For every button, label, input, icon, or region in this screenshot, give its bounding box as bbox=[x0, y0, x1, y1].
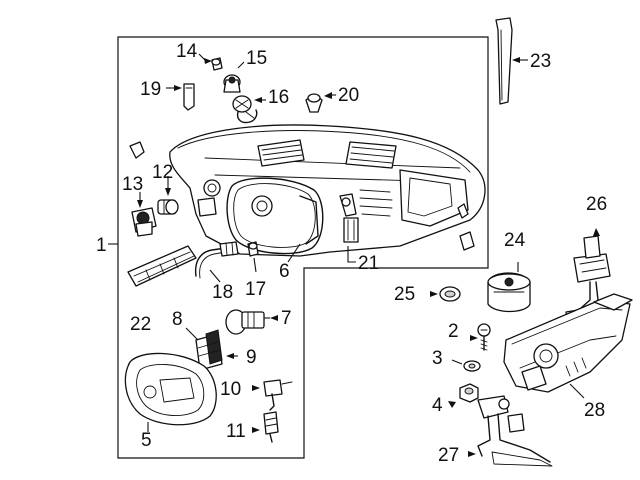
part-11-connector bbox=[263, 411, 279, 443]
part-clip-right bbox=[459, 231, 475, 251]
callout-24: 24 bbox=[504, 230, 526, 251]
part-23-strip bbox=[495, 17, 513, 105]
arrow-14 bbox=[204, 58, 212, 64]
part-19-clip bbox=[183, 83, 195, 111]
part-clip-small bbox=[129, 141, 145, 159]
arrow-7 bbox=[270, 315, 278, 321]
part-14-bulb bbox=[211, 57, 223, 71]
part-24-actuator bbox=[487, 272, 531, 313]
part-18-wire bbox=[194, 241, 239, 279]
arrow-26 bbox=[593, 228, 600, 236]
callout-22: 22 bbox=[130, 314, 151, 335]
part-21-bracket bbox=[339, 193, 359, 243]
part-25-grommet bbox=[439, 286, 461, 302]
arrow-13 bbox=[137, 200, 143, 208]
leader-3 bbox=[451, 359, 463, 365]
part-3-washer bbox=[463, 360, 481, 372]
callout-7: 7 bbox=[281, 308, 292, 329]
arrow-19 bbox=[174, 85, 182, 91]
callout-15: 15 bbox=[246, 48, 267, 69]
callout-9: 9 bbox=[246, 347, 257, 368]
part-20-bulb bbox=[305, 93, 323, 113]
callout-28: 28 bbox=[584, 400, 605, 421]
callout-23: 23 bbox=[530, 51, 551, 72]
leader-14 bbox=[198, 53, 206, 61]
callout-25: 25 bbox=[394, 284, 415, 305]
callout-2: 2 bbox=[448, 321, 459, 342]
leader-21 bbox=[347, 246, 356, 263]
arrow-16 bbox=[254, 97, 262, 103]
assembly-frame bbox=[117, 36, 489, 459]
part-12-bulb bbox=[157, 199, 179, 215]
arrow-20 bbox=[324, 92, 332, 99]
callout-11: 11 bbox=[226, 421, 246, 442]
callout-14: 14 bbox=[176, 41, 198, 62]
arrow-2 bbox=[470, 335, 478, 341]
callout-1: 1 bbox=[96, 235, 107, 256]
callout-20: 20 bbox=[338, 85, 359, 106]
arrow-12 bbox=[165, 188, 171, 196]
callout-27: 27 bbox=[438, 445, 459, 466]
callout-19: 19 bbox=[140, 79, 161, 100]
arrow-23 bbox=[512, 57, 520, 63]
part-17-bulb bbox=[247, 241, 259, 257]
part-7-bulb bbox=[225, 309, 265, 335]
part-2-screw bbox=[477, 323, 491, 351]
arrow-27 bbox=[468, 451, 476, 457]
part-15-socket bbox=[223, 74, 241, 93]
arrow-9 bbox=[226, 353, 234, 359]
part-27-bracket bbox=[477, 395, 553, 467]
callout-5: 5 bbox=[141, 430, 152, 451]
arrow-11 bbox=[252, 427, 260, 433]
headlamp-housing bbox=[169, 124, 486, 257]
callout-18: 18 bbox=[212, 282, 233, 303]
leader-18 bbox=[209, 269, 221, 283]
arrow-4 bbox=[448, 401, 456, 408]
arrow-10 bbox=[252, 385, 260, 391]
callout-6: 6 bbox=[279, 261, 290, 282]
part-13-socket bbox=[131, 207, 157, 237]
callout-13: 13 bbox=[122, 174, 143, 195]
leader-28 bbox=[569, 383, 585, 399]
part-4-nut bbox=[459, 383, 479, 403]
callout-16: 16 bbox=[268, 87, 289, 108]
callout-10: 10 bbox=[220, 379, 241, 400]
leader-6 bbox=[287, 243, 301, 263]
part-9-cap bbox=[195, 329, 223, 371]
part-22-strip bbox=[127, 245, 197, 287]
callout-4: 4 bbox=[432, 395, 443, 416]
leader-17 bbox=[253, 257, 257, 273]
arrow-25 bbox=[430, 291, 438, 297]
callout-21: 21 bbox=[358, 253, 379, 274]
callout-8: 8 bbox=[172, 309, 183, 330]
part-16-socket-wire bbox=[232, 95, 258, 124]
leader-15 bbox=[237, 61, 245, 69]
leader-8 bbox=[185, 327, 199, 341]
part-6-gasket bbox=[226, 177, 324, 255]
part-10-connector bbox=[263, 379, 293, 411]
callout-3: 3 bbox=[432, 348, 443, 369]
callout-12: 12 bbox=[152, 162, 173, 183]
part-28-housing bbox=[503, 293, 633, 393]
part-5-cover bbox=[124, 352, 217, 426]
callout-26: 26 bbox=[586, 194, 607, 215]
callout-17: 17 bbox=[245, 279, 266, 300]
